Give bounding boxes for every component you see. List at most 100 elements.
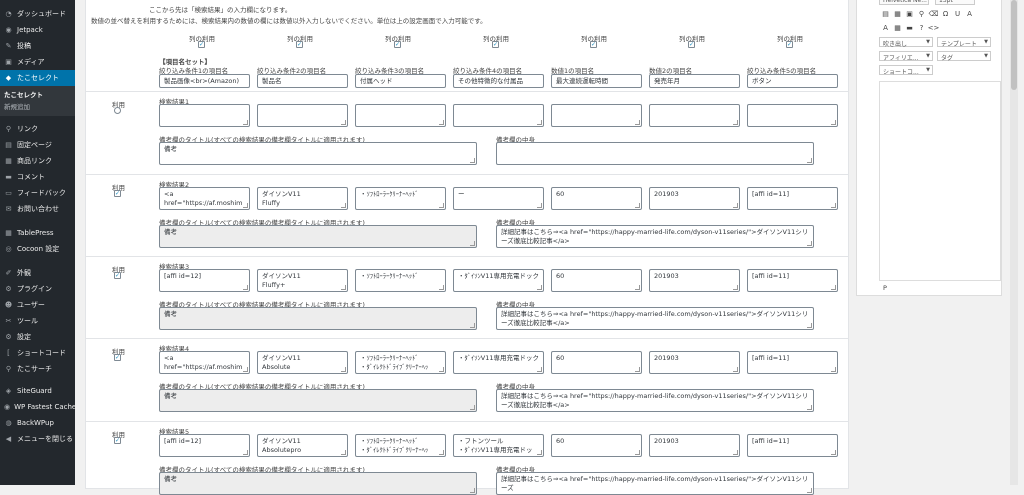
result-cell-input[interactable]: ダイソンV11 Fluffy <box>257 187 348 210</box>
filter-name-input[interactable]: 製品画像<br>(Amazon) <box>159 74 250 88</box>
sidebar-item-settings[interactable]: ⚙設定 <box>0 329 75 345</box>
result-cell-input[interactable]: [affi id=12] <box>159 269 250 292</box>
sidebar-item-siteguard[interactable]: ◈SiteGuard <box>0 383 75 399</box>
result-cell-input[interactable]: ー <box>453 187 544 210</box>
resize-handle[interactable] <box>439 285 444 290</box>
remarks-body-input[interactable]: 詳細記事はこちら⇒<a href="https://happy-married-… <box>496 225 814 248</box>
resize-handle[interactable] <box>807 323 812 328</box>
result-cell-input[interactable] <box>649 104 740 127</box>
resize-handle[interactable] <box>807 158 812 163</box>
result-cell-input[interactable]: ・ｿﾌﾄﾛｰﾗｰｸﾘｰﾅｰﾍｯﾄﾞ <box>355 187 446 210</box>
resize-handle[interactable] <box>635 203 640 208</box>
sidebar-item-appearance[interactable]: ✐外観 <box>0 265 75 281</box>
resize-handle[interactable] <box>733 450 738 455</box>
result-cell-input[interactable]: [affi id=11] <box>747 187 838 210</box>
page-scrollbar[interactable] <box>1010 0 1018 485</box>
resize-handle[interactable] <box>807 405 812 410</box>
resize-handle[interactable] <box>470 323 475 328</box>
resize-handle[interactable] <box>341 367 346 372</box>
sidebar-item-collapse-menu[interactable]: ◀メニューを閉じる <box>0 431 75 447</box>
use-checkbox[interactable]: ✓ <box>114 353 121 361</box>
result-cell-input[interactable]: 60 <box>551 269 642 292</box>
filter-name-input[interactable]: ボタン <box>747 74 838 88</box>
result-cell-input[interactable]: ダイソンV11 Fluffy+ <box>257 269 348 292</box>
resize-handle[interactable] <box>733 285 738 290</box>
use-checkbox[interactable]: ✓ <box>114 189 121 197</box>
sidebar-item-cocoon[interactable]: ◎Cocoon 設定 <box>0 241 75 257</box>
use-checkbox[interactable]: ✓ <box>114 271 121 279</box>
text-color-icon[interactable]: A <box>967 9 972 18</box>
media-insert-icon[interactable]: ▣ <box>906 9 913 18</box>
column-use-checkbox[interactable]: ✓ <box>492 40 499 48</box>
sidebar-item-pin[interactable]: ✎投稿 <box>0 38 75 54</box>
remarks-title-input[interactable]: 備考 <box>159 389 477 412</box>
scrollbar-thumb[interactable] <box>1011 0 1017 90</box>
resize-handle[interactable] <box>439 120 444 125</box>
result-cell-input[interactable] <box>257 104 348 127</box>
resize-handle[interactable] <box>243 120 248 125</box>
remarks-title-input[interactable]: 備考 <box>159 307 477 330</box>
sidebar-item-comment[interactable]: ▬コメント <box>0 169 75 185</box>
resize-handle[interactable] <box>439 367 444 372</box>
column-use-checkbox[interactable]: ✓ <box>198 40 205 48</box>
paste-text-icon[interactable]: ▦ <box>894 9 901 18</box>
resize-handle[interactable] <box>341 285 346 290</box>
underline-icon[interactable]: U <box>954 9 961 18</box>
sidebar-item-tako-select[interactable]: ◆たこセレクト <box>0 70 75 86</box>
filter-name-input[interactable]: 付属ヘッド <box>355 74 446 88</box>
sidebar-item-user[interactable]: ☻ユーザー <box>0 297 75 313</box>
filter-name-input[interactable]: 製品名 <box>257 74 348 88</box>
remarks-title-input[interactable]: 備考 <box>159 225 477 248</box>
result-cell-input[interactable]: ・ﾀﾞｲｿﾝV11専用充電ドック <box>453 351 544 374</box>
resize-handle[interactable] <box>537 367 542 372</box>
filter-name-input[interactable]: その他特徴的な付属品 <box>453 74 544 88</box>
font-family-select[interactable]: Helvetica Ne... <box>879 0 929 5</box>
resize-handle[interactable] <box>831 285 836 290</box>
resize-handle[interactable] <box>733 367 738 372</box>
result-cell-input[interactable]: <a href="https://af.moshim <box>159 187 250 210</box>
sidebar-subitem[interactable]: たこセレクト <box>4 91 43 99</box>
more-icon[interactable]: ▬ <box>906 23 913 32</box>
resize-handle[interactable] <box>243 450 248 455</box>
result-cell-input[interactable]: [affi id=11] <box>747 269 838 292</box>
remarks-title-input[interactable]: 備考 <box>159 472 477 495</box>
column-use-checkbox[interactable]: ✓ <box>688 40 695 48</box>
resize-handle[interactable] <box>635 450 640 455</box>
sidebar-item-page[interactable]: ▤固定ページ <box>0 137 75 153</box>
eraser-icon[interactable]: ⌫ <box>928 9 939 18</box>
font-size-select[interactable]: 13pt <box>935 0 975 5</box>
editor-content-area[interactable] <box>879 81 1001 281</box>
resize-handle[interactable] <box>831 450 836 455</box>
resize-handle[interactable] <box>243 203 248 208</box>
resize-handle[interactable] <box>635 120 640 125</box>
result-cell-input[interactable]: [affi id=12] <box>159 434 250 457</box>
editor-dropdown[interactable]: タグ▼ <box>937 51 991 62</box>
result-cell-input[interactable]: 60 <box>551 187 642 210</box>
resize-handle[interactable] <box>733 120 738 125</box>
sidebar-item-plugin[interactable]: ⚙プラグイン <box>0 281 75 297</box>
column-use-checkbox[interactable]: ✓ <box>590 40 597 48</box>
resize-handle[interactable] <box>831 120 836 125</box>
sidebar-item-contact[interactable]: ✉お問い合わせ <box>0 201 75 217</box>
resize-handle[interactable] <box>635 367 640 372</box>
result-cell-input[interactable]: ・フトンツール ・ﾀﾞｲｿﾝV11専用充電ドッ <box>453 434 544 457</box>
resize-handle[interactable] <box>439 450 444 455</box>
filter-name-input[interactable]: 最大連続運転時間 <box>551 74 642 88</box>
sidebar-item-media[interactable]: ▣メディア <box>0 54 75 70</box>
bg-color-icon[interactable]: A <box>883 23 888 32</box>
use-radio[interactable] <box>114 107 121 114</box>
column-use-checkbox[interactable]: ✓ <box>394 40 401 48</box>
filter-name-input[interactable]: 発売年月 <box>649 74 740 88</box>
resize-handle[interactable] <box>470 158 475 163</box>
resize-handle[interactable] <box>537 285 542 290</box>
editor-dropdown[interactable]: ショートコ...▼ <box>879 65 933 76</box>
result-cell-input[interactable]: ・ｿﾌﾄﾛｰﾗｰｸﾘｰﾅｰﾍｯﾄﾞ <box>355 269 446 292</box>
resize-handle[interactable] <box>537 203 542 208</box>
table-icon[interactable]: ▦ <box>894 23 901 32</box>
sidebar-item-tablepress[interactable]: ▦TablePress <box>0 225 75 241</box>
result-cell-input[interactable]: 60 <box>551 434 642 457</box>
resize-handle[interactable] <box>243 285 248 290</box>
resize-handle[interactable] <box>831 367 836 372</box>
result-cell-input[interactable] <box>453 104 544 127</box>
result-cell-input[interactable]: ・ｿﾌﾄﾛｰﾗｰｸﾘｰﾅｰﾍｯﾄﾞ ・ﾀﾞｲﾚｸﾄﾄﾞﾗｲﾌﾞｸﾘｰﾅｰﾍｯ <box>355 434 446 457</box>
